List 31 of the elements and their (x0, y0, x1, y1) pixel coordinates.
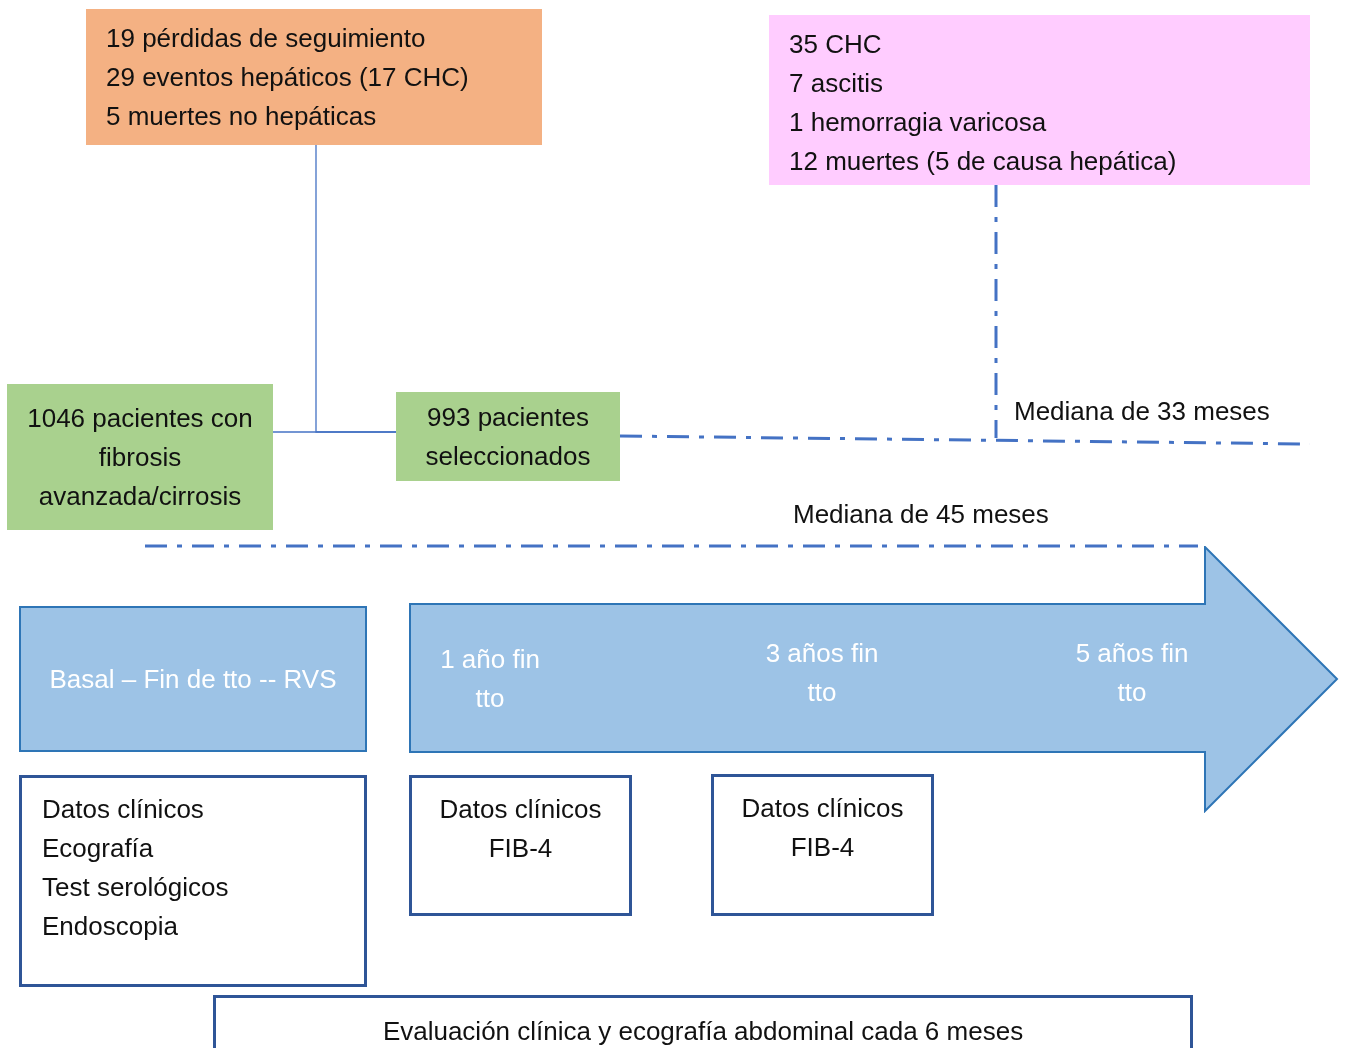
time-point-label: 5 años fin tto (1074, 637, 1190, 709)
node-text: 35 CHC (789, 28, 883, 61)
node-text: Datos clínicos (42, 793, 205, 826)
event-box (769, 15, 1310, 185)
data-box (711, 774, 934, 916)
patient-box (396, 392, 620, 481)
data-box (409, 775, 632, 916)
node-text: 19 pérdidas de seguimiento (106, 22, 427, 55)
patient-box (7, 384, 273, 530)
node-text: 12 muertes (5 de causa hepática) (789, 145, 1178, 178)
outcome-box (86, 9, 542, 145)
node-text: Datos clínicos FIB-4 (740, 792, 905, 864)
node-text: Basal – Fin de tto -- RVS (48, 662, 338, 696)
connector-line (315, 144, 397, 433)
node-text: 5 muertes no hepáticas (106, 100, 378, 133)
node-text: 1 hemorragia varicosa (789, 106, 1048, 139)
node-text: 1046 pacientes con fibrosis avanzada/cirrosis (26, 401, 254, 513)
node-text: 29 eventos hepáticos (17 CHC) (106, 61, 470, 94)
dash-dot-line (994, 185, 998, 438)
node-text: Datos clínicos FIB-4 (438, 793, 603, 865)
data-box (19, 775, 367, 987)
time-point-label: 3 años fin tto (764, 637, 880, 709)
phase-box (19, 606, 367, 752)
node-text: Ecografía (42, 832, 155, 865)
node-text: 7 ascitis (789, 67, 884, 100)
node-text: Evaluación clínica y ecografía abdominal cada 6 meses (381, 1015, 1025, 1048)
node-text: 993 pacientes seleccionados (424, 400, 592, 473)
time-point-label: 1 año fin tto (439, 643, 541, 715)
evaluation-box (213, 995, 1193, 1048)
node-text: Endoscopia (42, 910, 179, 943)
node-text: Test serológicos (42, 871, 230, 904)
